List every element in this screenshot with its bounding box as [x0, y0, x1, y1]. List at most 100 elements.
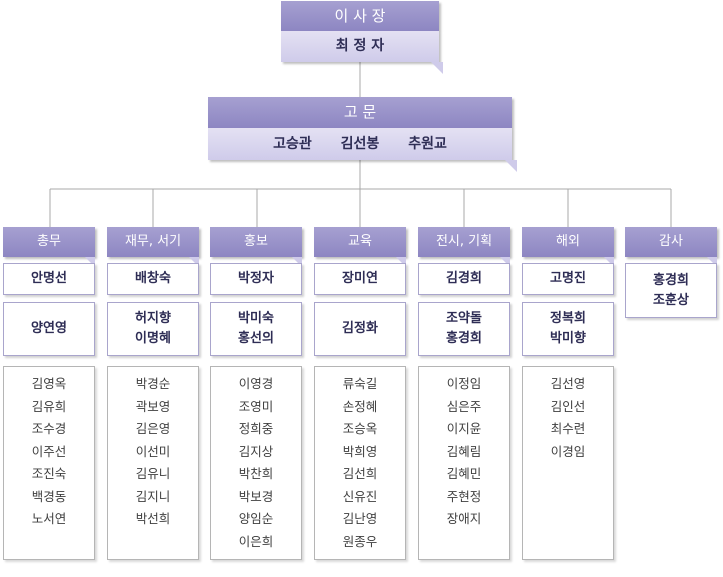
deputy-name: 조약돌 — [446, 311, 482, 326]
member-name: 최수련 — [550, 421, 586, 436]
member-name: 류숙길 — [342, 376, 378, 391]
head-name: 고명진 — [550, 271, 586, 286]
head-name: 박정자 — [238, 271, 274, 286]
dept-arrow — [292, 257, 302, 267]
member-name: 백경동 — [31, 488, 67, 504]
dept-head-card: 장미연 — [314, 263, 406, 295]
chairman-name: 최 정 자 — [281, 31, 439, 62]
advisor-name: 고승관 — [273, 136, 312, 152]
member-name: 이경임 — [550, 443, 586, 459]
dept-header: 재무, 서기 — [107, 227, 199, 257]
deputy-name: 정복희 — [550, 311, 586, 326]
member-name: 정희중 — [238, 421, 274, 436]
member-name: 박선희 — [135, 511, 171, 526]
member-name: 이선미 — [135, 443, 171, 459]
deputy-name: 박미향 — [550, 331, 586, 346]
member-name: 이주선 — [31, 443, 67, 459]
member-name: 김은영 — [135, 421, 171, 436]
member-name: 김지니 — [135, 488, 171, 504]
member-name: 신유진 — [342, 488, 378, 504]
member-name: 김영옥 — [31, 376, 67, 391]
dept-header: 총무 — [3, 227, 95, 257]
dept-deputy-card: 김정화 — [314, 302, 406, 356]
member-name: 원종우 — [342, 533, 378, 549]
member-name: 김선영 — [550, 376, 586, 391]
member-name: 김지상 — [238, 443, 274, 459]
member-name: 김선희 — [342, 466, 378, 481]
member-name: 조영미 — [238, 398, 274, 414]
advisor-name: 추원교 — [408, 136, 447, 152]
member-name: 심은주 — [446, 398, 482, 414]
member-name: 장애지 — [446, 511, 482, 526]
dept-header: 홍보 — [210, 227, 302, 257]
advisors-arrow — [505, 160, 517, 172]
member-name: 김혜민 — [446, 466, 482, 481]
dept-arrow — [604, 257, 614, 267]
member-name: 주현정 — [446, 488, 482, 504]
member-name: 박경순 — [135, 376, 171, 391]
advisors-title: 고 문 — [208, 97, 512, 128]
member-name: 김난영 — [342, 511, 378, 526]
member-name: 박찬희 — [238, 466, 274, 481]
chairman-arrow — [431, 62, 443, 74]
advisors-names: 고승관 김선봉 추원교 — [208, 128, 512, 160]
head-name: 조훈상 — [653, 292, 689, 308]
head-name: 김경희 — [446, 271, 482, 286]
member-name: 김인선 — [550, 398, 586, 414]
member-name: 박희영 — [342, 443, 378, 459]
dept-arrow — [85, 257, 95, 267]
deputy-name: 김정화 — [342, 321, 378, 336]
dept-arrow — [189, 257, 199, 267]
member-name: 손정혜 — [342, 398, 378, 414]
dept-head-card: 고명진 — [522, 263, 614, 295]
head-name: 안명선 — [31, 271, 67, 286]
member-name: 조승옥 — [342, 421, 378, 436]
dept-arrow — [396, 257, 406, 267]
dept-header: 해외 — [522, 227, 614, 257]
dept-arrow — [500, 257, 510, 267]
dept-header: 교육 — [314, 227, 406, 257]
member-name: 이정임 — [446, 376, 482, 391]
member-name: 이은희 — [238, 533, 274, 549]
member-name: 이지윤 — [446, 421, 482, 436]
member-name: 박보경 — [238, 488, 274, 504]
member-name: 조수경 — [31, 421, 67, 436]
deputy-name: 양연영 — [31, 321, 67, 336]
dept-header: 감사 — [625, 227, 717, 257]
member-name: 양임순 — [238, 511, 274, 526]
member-name: 김혜림 — [446, 443, 482, 459]
dept-header: 전시, 기획 — [418, 227, 510, 257]
dept-arrow — [707, 257, 717, 267]
head-name: 홍경희 — [653, 272, 689, 288]
deputy-name: 홍경희 — [446, 331, 482, 346]
deputy-name: 이명혜 — [135, 331, 171, 346]
head-name: 장미연 — [342, 271, 378, 286]
dept-head-card: 배창숙 — [107, 263, 199, 295]
deputy-name: 홍선의 — [238, 331, 274, 346]
member-name: 김유희 — [31, 398, 67, 414]
member-name: 이영경 — [238, 376, 274, 391]
advisor-name: 김선봉 — [340, 136, 380, 152]
dept-deputy-card: 양연영 — [3, 302, 95, 356]
member-name: 김유니 — [135, 466, 171, 481]
dept-head-card: 박정자 — [210, 263, 302, 295]
dept-head-card: 안명선 — [3, 263, 95, 295]
member-name: 조진숙 — [31, 466, 67, 481]
deputy-name: 허지향 — [135, 311, 171, 326]
dept-head-card: 김경희 — [418, 263, 510, 295]
member-name: 곽보영 — [135, 398, 171, 414]
deputy-name: 박미숙 — [238, 311, 274, 326]
member-name: 노서연 — [31, 511, 67, 526]
